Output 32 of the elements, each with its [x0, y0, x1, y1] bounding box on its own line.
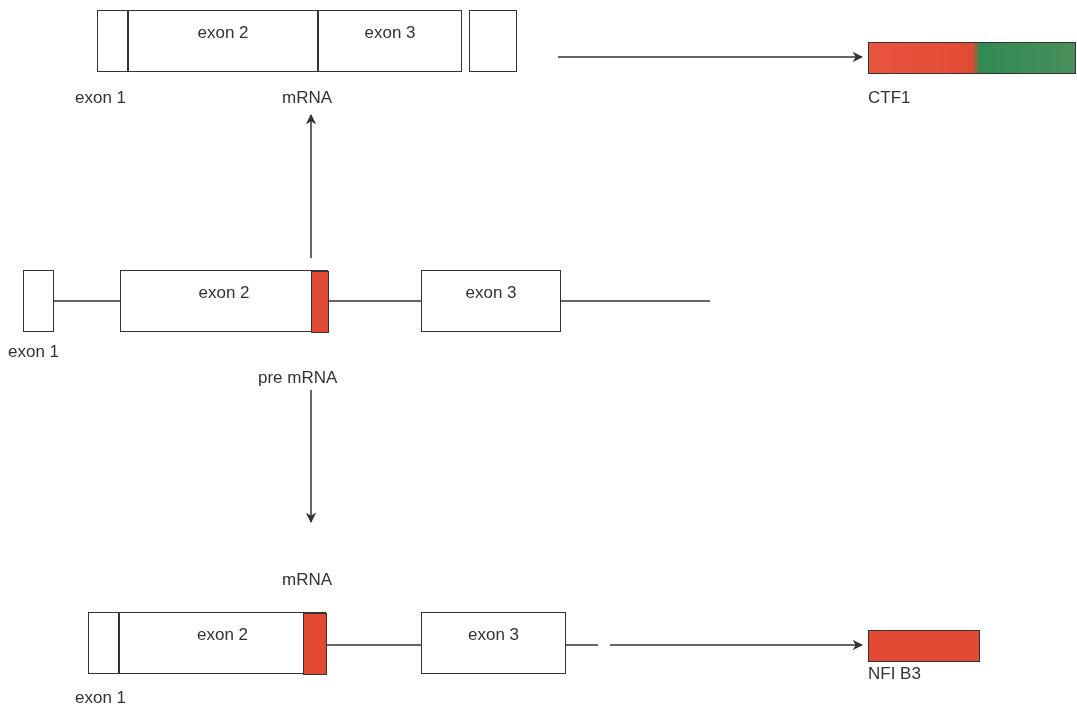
- exon-label: exon 3: [464, 283, 518, 303]
- arrow: [305, 113, 317, 259]
- protein-label: CTF1: [868, 88, 911, 108]
- exon-box: [421, 270, 561, 332]
- intron-line: [325, 644, 422, 646]
- transcript-label: mRNA: [282, 88, 333, 108]
- splice-insert-bar: [311, 271, 329, 333]
- exon-label: exon 1: [75, 88, 127, 108]
- exon-label: exon 2: [197, 283, 251, 303]
- exon-label: exon 1: [75, 688, 127, 708]
- exon-label: exon 2: [195, 625, 249, 645]
- intron-line: [327, 300, 422, 302]
- exon-label: exon 2: [196, 23, 250, 43]
- exon-box: [318, 10, 462, 72]
- intron-line: [53, 300, 121, 302]
- exon-label: exon 3: [363, 23, 417, 43]
- exon-box: [119, 612, 326, 674]
- exon-box: [469, 10, 517, 72]
- arrow: [305, 389, 317, 524]
- exon-label: exon 3: [466, 625, 520, 645]
- arrow: [609, 639, 864, 651]
- exon-label: exon 1: [8, 342, 60, 362]
- transcript-label: mRNA: [282, 570, 333, 590]
- intron-line: [560, 300, 711, 302]
- protein-label: NFI B3: [868, 664, 921, 684]
- exon-box: [128, 10, 318, 72]
- arrow: [557, 51, 864, 63]
- intron-line: [565, 644, 599, 646]
- transcript-label: pre mRNA: [258, 368, 338, 388]
- splice-insert-bar: [303, 613, 327, 675]
- exon-box: [120, 270, 328, 332]
- exon-box: [421, 612, 566, 674]
